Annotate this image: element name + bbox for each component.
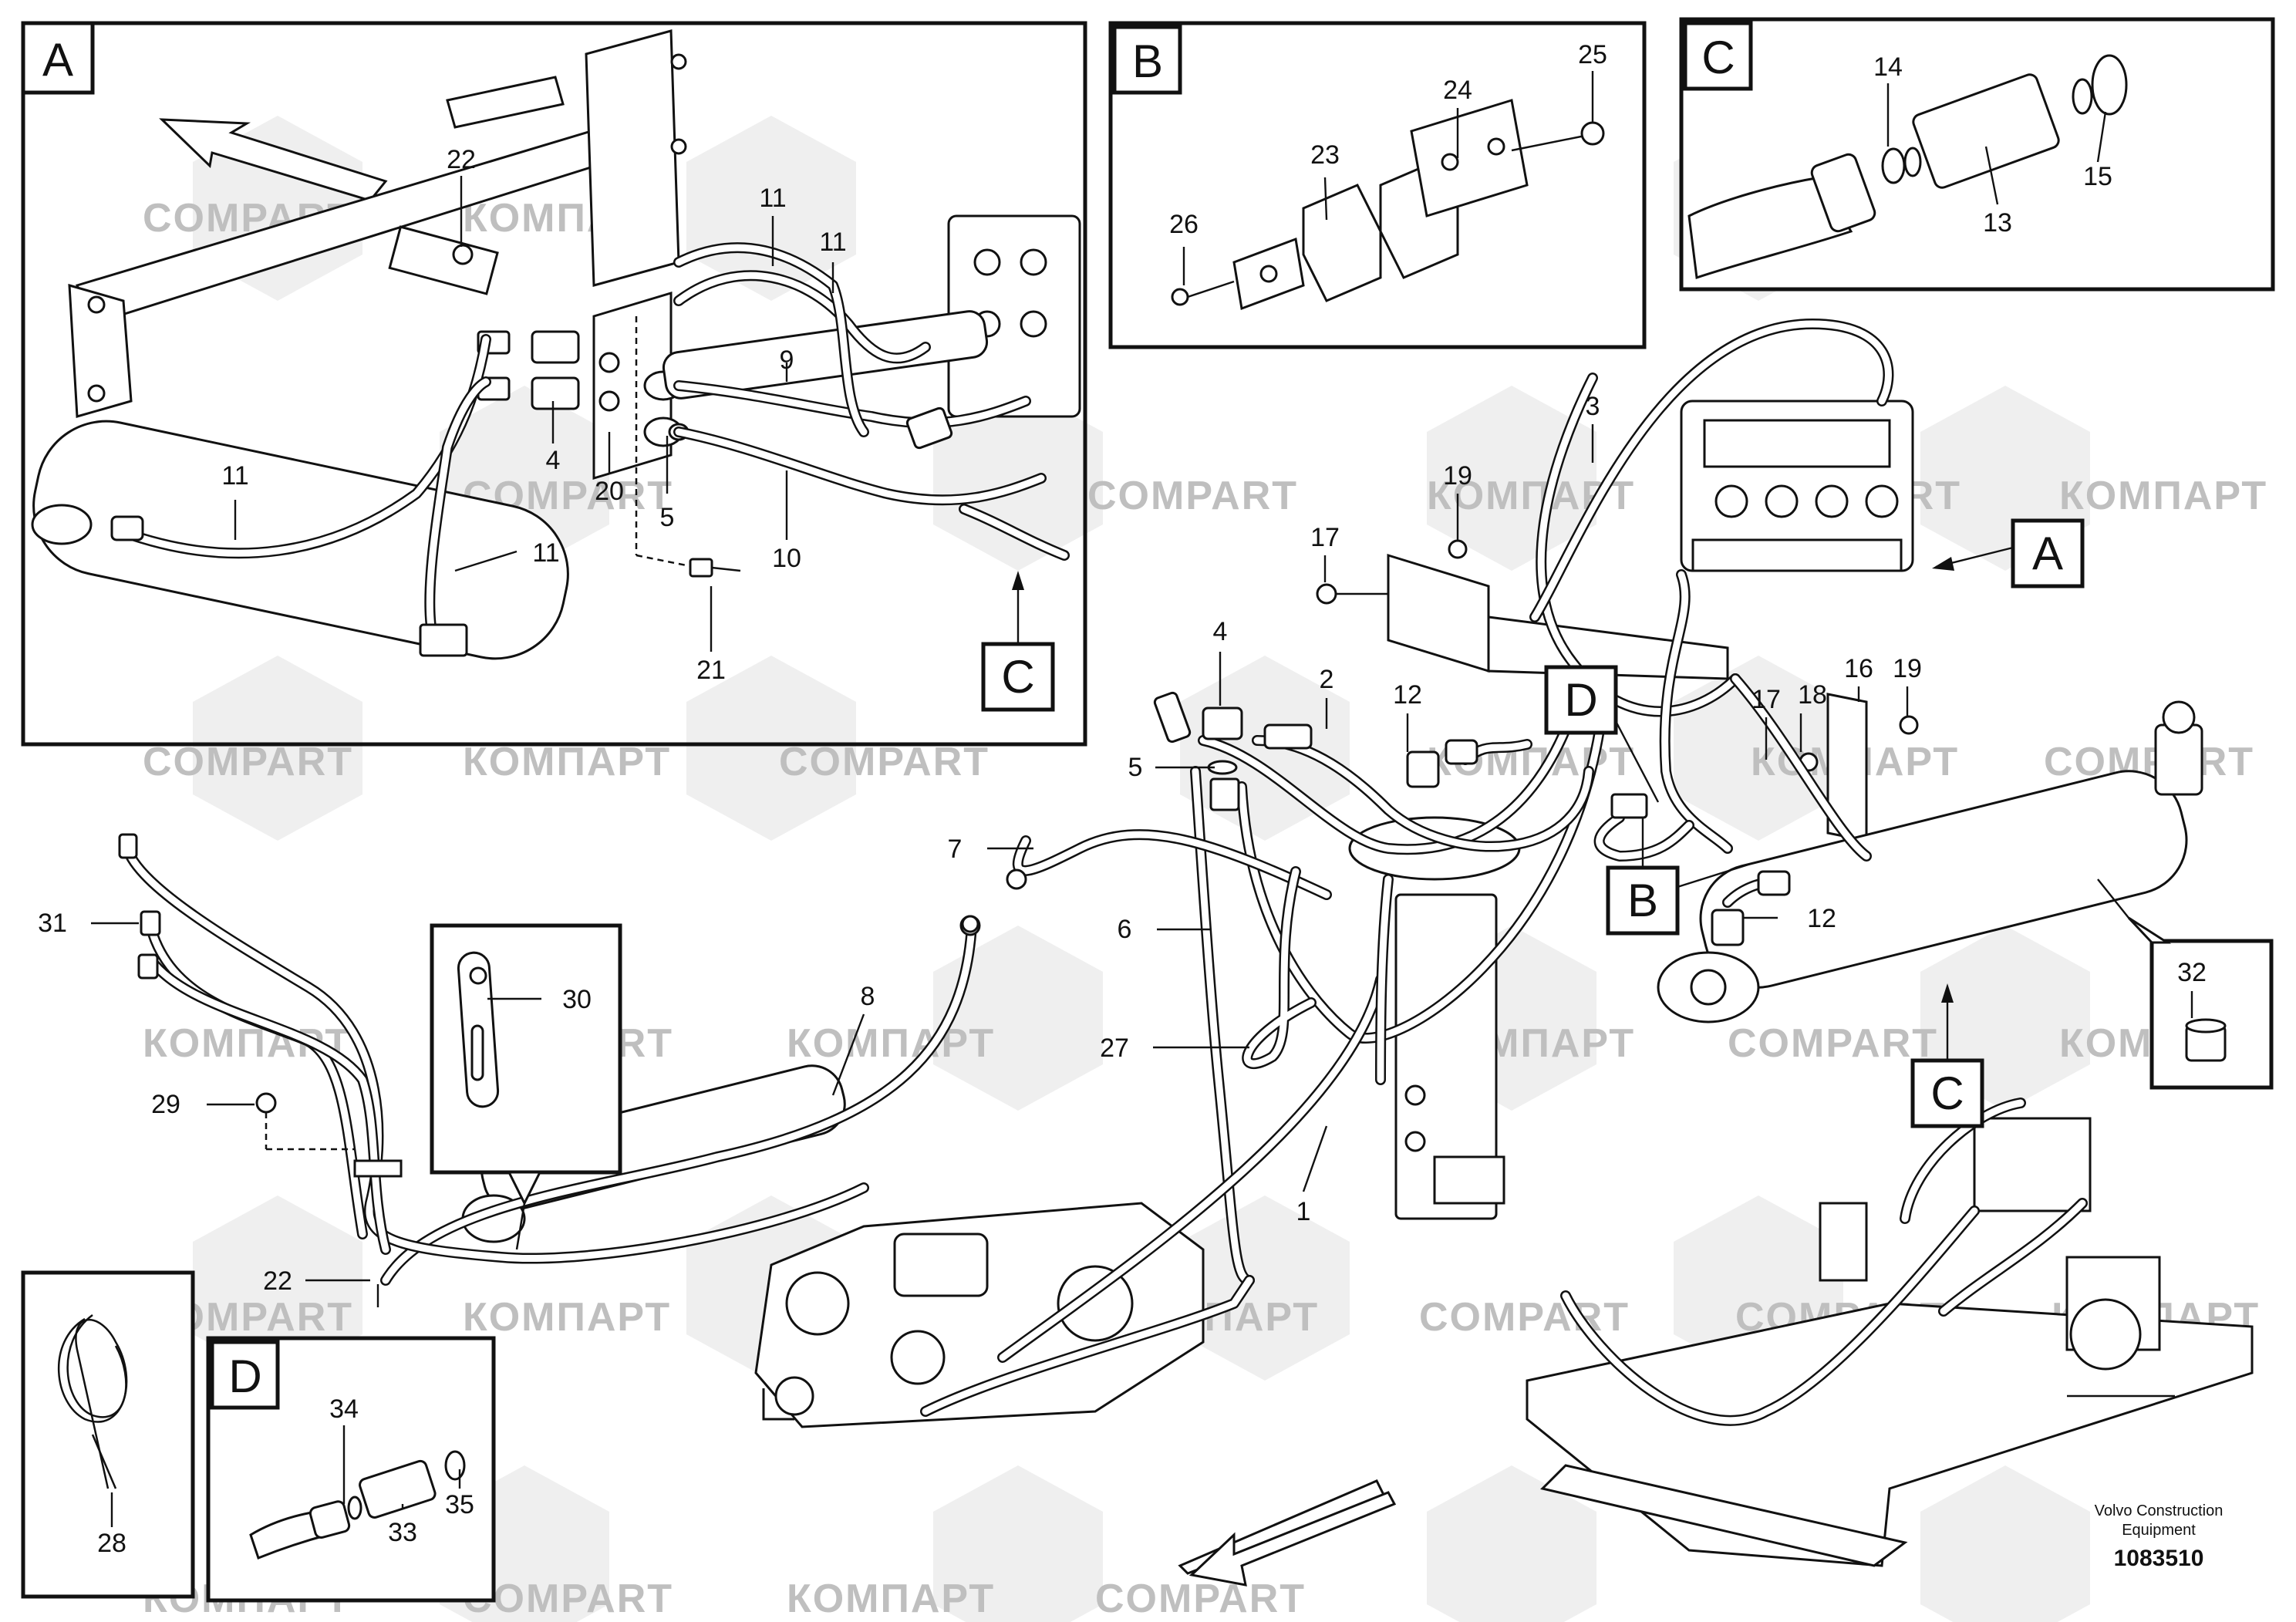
hydraulic-pump-assembly — [754, 1202, 1205, 1428]
callout-12-right: 12 — [1807, 904, 1836, 933]
callout-9-panel-a: 9 — [780, 346, 794, 375]
watermark-compart: COMPART — [1419, 1295, 1630, 1340]
callout-5-main: 5 — [1128, 753, 1143, 782]
title-block: Volvo Construction Equipment 1083510 — [2095, 1502, 2224, 1571]
callout-33: 33 — [388, 1518, 417, 1547]
chassis-overview — [1526, 1098, 2254, 1567]
callout-2: 2 — [1320, 665, 1334, 694]
callout-15: 15 — [2083, 162, 2112, 191]
panel-d: D — [206, 1336, 496, 1603]
callout-14: 14 — [1873, 52, 1903, 82]
direction-arrow-bottom — [1178, 1479, 1397, 1587]
watermark-text-row-3: COMPART КОМПАРТ COMPART КОМПАРТ КОМПАРТ … — [143, 740, 2253, 784]
callout-28: 28 — [97, 1529, 126, 1558]
leader-lines — [91, 71, 2193, 1527]
callout-25: 25 — [1578, 40, 1607, 69]
callout-21-panel-a: 21 — [696, 656, 726, 685]
callout-30: 30 — [562, 985, 592, 1014]
callout-13: 13 — [1983, 208, 2012, 238]
drawing-number: 1083510 — [2114, 1546, 2204, 1571]
callout-31: 31 — [38, 909, 67, 938]
view-marker-b: B — [1627, 875, 1658, 926]
callout-35: 35 — [445, 1490, 474, 1519]
callout-8: 8 — [861, 982, 875, 1011]
steering-cylinder-right — [1657, 700, 2203, 1023]
callout-23: 23 — [1310, 140, 1340, 170]
panel-a-label: A — [42, 34, 73, 86]
control-valve-main — [1680, 400, 1914, 572]
callout-11-panel-a-left: 11 — [221, 461, 248, 491]
callout-7: 7 — [948, 835, 963, 864]
panel-28 — [21, 1270, 195, 1599]
manufacturer-line-1: Volvo Construction — [2095, 1502, 2224, 1519]
watermark-kompart: КОМПАРТ — [787, 1576, 995, 1621]
callout-32: 32 — [2177, 958, 2207, 987]
callout-17-top: 17 — [1310, 523, 1340, 552]
hose-set-main — [380, 319, 1894, 1417]
view-marker-c-panel-a: C — [1001, 651, 1034, 703]
callout-34: 34 — [329, 1394, 359, 1424]
callout-19-right: 19 — [1893, 654, 1922, 683]
watermark-kompart: КОМПАРТ — [787, 1021, 995, 1066]
callout-11-panel-a-bottom: 11 — [532, 538, 559, 568]
callout-26: 26 — [1169, 210, 1199, 239]
watermark-compart: COMPART — [143, 740, 353, 784]
panel-a: A — [21, 21, 1087, 747]
watermark-kompart: КОМПАРТ — [463, 1295, 671, 1340]
callout-6: 6 — [1118, 915, 1132, 944]
panel-c: C — [1679, 17, 2275, 292]
panel-30 — [430, 923, 622, 1250]
callout-1: 1 — [1296, 1197, 1311, 1226]
callout-24: 24 — [1443, 76, 1472, 105]
watermark-kompart: КОМПАРТ — [2059, 474, 2267, 518]
callout-5-panel-a: 5 — [660, 503, 675, 532]
direction-arrow-panel-a — [159, 118, 388, 202]
watermark-compart: COMPART — [463, 1576, 673, 1621]
callout-11-panel-a-top-2: 11 — [819, 228, 846, 257]
panel-b: B — [1108, 21, 1647, 349]
callout-18: 18 — [1798, 680, 1827, 710]
callout-20-panel-a: 20 — [595, 477, 624, 506]
view-marker-c: C — [1930, 1067, 1964, 1119]
callout-3: 3 — [1586, 392, 1600, 421]
callout-19-top: 19 — [1443, 461, 1472, 491]
view-marker-a: A — [2032, 528, 2063, 579]
watermark-compart: COMPART — [1095, 1576, 1306, 1621]
callout-29: 29 — [151, 1090, 180, 1119]
fittings-main — [959, 691, 1791, 946]
watermark-compart: COMPART — [1087, 474, 1298, 518]
callout-22-panel-a: 22 — [447, 145, 476, 174]
callouts: 22 11 11 9 4 20 5 10 11 11 21 24 25 23 2… — [38, 40, 2207, 1558]
callout-22-main: 22 — [263, 1266, 292, 1296]
callout-10-panel-a: 10 — [772, 544, 801, 573]
watermark-kompart: КОМПАРТ — [463, 740, 671, 784]
view-markers: C A D B C — [981, 518, 2274, 1128]
panel-c-label: C — [1701, 32, 1735, 83]
callout-4-panel-a: 4 — [546, 446, 561, 475]
callout-27: 27 — [1100, 1034, 1129, 1063]
bracket-29 — [255, 1092, 403, 1178]
steering-valve-column — [1348, 816, 1521, 1220]
callout-17-right: 17 — [1752, 685, 1781, 714]
panel-b-label: B — [1132, 35, 1163, 87]
watermark-compart: COMPART — [1728, 1021, 1938, 1066]
hose-set-left — [118, 833, 979, 1264]
callout-12-top: 12 — [1393, 680, 1422, 710]
callout-11-panel-a-top-1: 11 — [759, 184, 786, 213]
watermark-compart: COMPART — [779, 740, 990, 784]
manufacturer-line-2: Equipment — [2122, 1522, 2196, 1539]
main-assembly — [118, 319, 2254, 1587]
callout-4-main: 4 — [1213, 617, 1228, 646]
view-marker-d: D — [1564, 674, 1597, 726]
panel-d-label: D — [228, 1351, 261, 1402]
callout-16: 16 — [1844, 654, 1873, 683]
